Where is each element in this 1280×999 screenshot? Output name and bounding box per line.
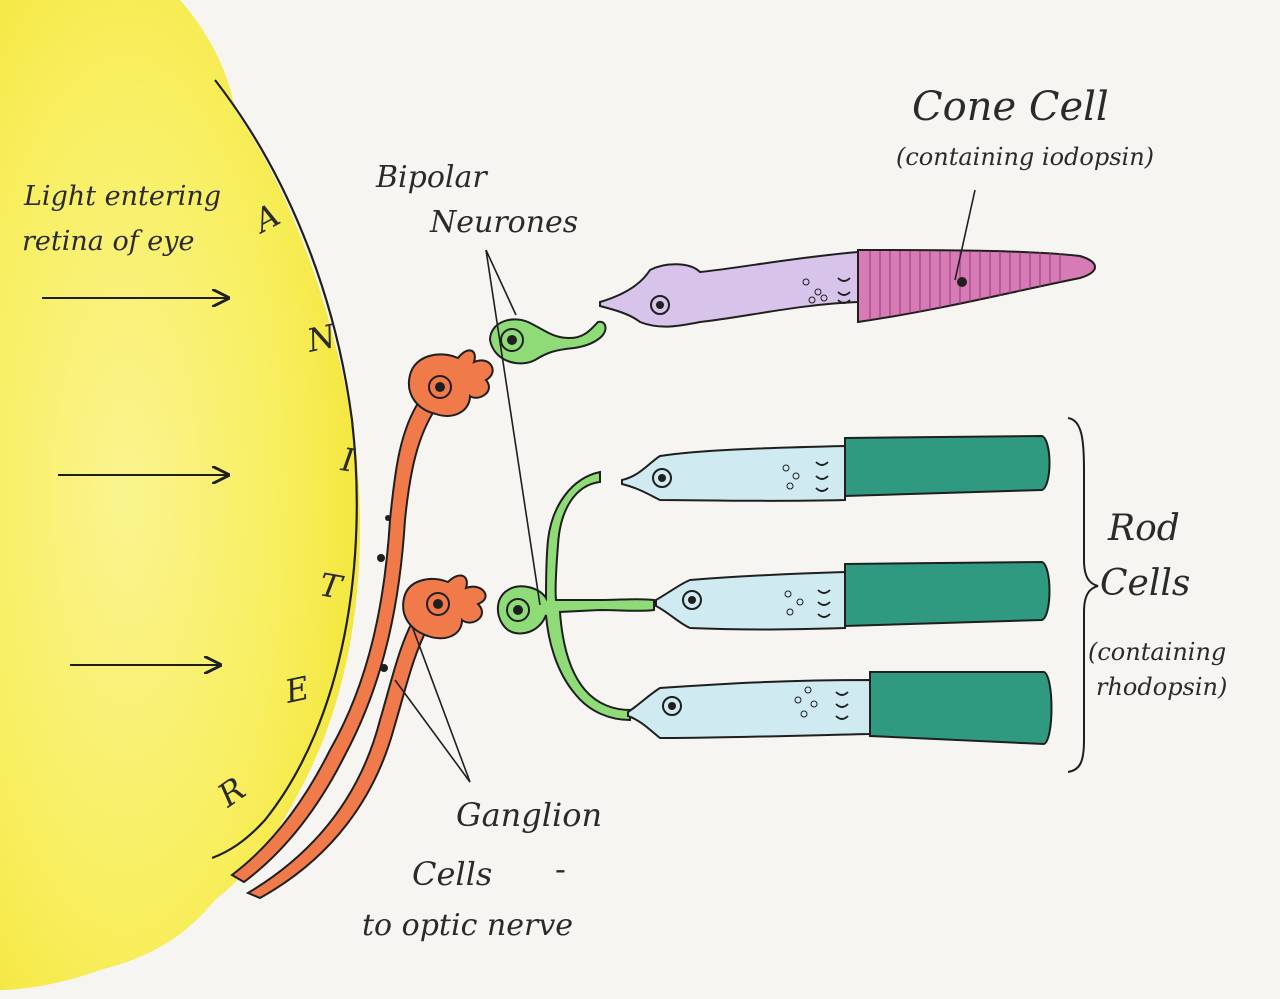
label-rod-sub2: rhodopsin) [1096,673,1227,701]
label-rod-sub1: (containing [1088,638,1226,666]
label-bipolar-line1: Bipolar [375,160,488,195]
label-light-line2: retina of eye [22,226,194,257]
label-light-line1: Light entering [23,181,221,212]
labels: Light entering retina of eye Bipolar Neu… [22,84,1227,943]
ganglion-cell-upper [407,349,494,417]
label-rod-line1: Rod [1107,508,1180,549]
label-ganglion-line2: Cells [412,855,492,893]
optic-nerve-fibres [230,398,438,900]
label-ganglion-dash: - [555,850,566,888]
pointer-lines [394,189,976,783]
label-ganglion-line3: to optic nerve [362,908,573,943]
light-wash [0,0,361,990]
label-ganglion-line1: Ganglion [456,796,602,834]
rod-cell [655,560,1051,631]
rod-bracket [1067,417,1099,773]
retina-edge [211,79,358,860]
rod-cell [627,671,1053,746]
label-rod-line2: Cells [1100,563,1190,604]
ganglion-cell-lower [402,574,487,640]
cone-cell [599,248,1096,328]
label-cone-title: Cone Cell [912,84,1109,130]
bipolar-neurone-upper [488,318,607,365]
bipolar-neurone-lower [496,470,655,722]
rod-cell [621,434,1051,502]
label-bipolar-line2: Neurones [429,205,578,240]
label-cone-sub: (containing iodopsin) [896,143,1154,171]
